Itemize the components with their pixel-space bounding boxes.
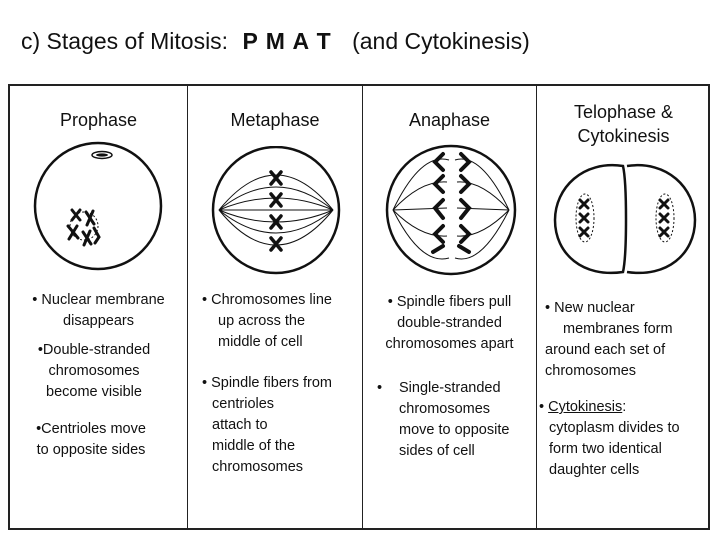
stage-heading-metaphase: Metaphase xyxy=(230,110,320,130)
note-telophase-membranes: • New nuclear membranes form around each… xyxy=(545,300,673,379)
column-divider xyxy=(187,86,188,528)
telophase-cell-illustration xyxy=(553,163,697,275)
note-metaphase-spindle: • Spindle fibers from centrioles attach … xyxy=(202,375,332,475)
stage-heading-telophase: Telophase & Cytokinesis xyxy=(573,102,674,146)
note-anaphase-move: • Single-stranded chromosomes move to op… xyxy=(377,380,510,459)
stage-heading-prophase: Prophase xyxy=(59,110,138,130)
column-divider xyxy=(362,86,363,528)
column-divider xyxy=(536,86,537,528)
column-metaphase: Metaphase • Chromosomes line up across xyxy=(188,86,362,528)
note-cytokinesis: • Cytokinesis: cytoplasm divides to form… xyxy=(539,399,680,478)
column-prophase: Prophase • Nuclear membrane disappears •… xyxy=(10,86,187,528)
note-metaphase-line-up: • Chromosomes line up across the middle … xyxy=(202,292,332,350)
title-pmat: P M A T xyxy=(242,28,332,54)
cytokinesis-term: Cytokinesis xyxy=(548,399,623,415)
stages-table: Prophase • Nuclear membrane disappears •… xyxy=(8,84,710,530)
note-anaphase-pull: • Spindle fibers pull double-stranded ch… xyxy=(385,294,514,352)
title-suffix: (and Cytokinesis) xyxy=(352,28,530,54)
metaphase-cell-illustration xyxy=(211,146,341,275)
column-anaphase: Anaphase xyxy=(363,86,536,528)
note-prophase-chromosomes: •Double-stranded chromosomes become visi… xyxy=(37,342,151,400)
column-telophase: Telophase & Cytokinesis • New nuclear me… xyxy=(537,86,710,528)
stage-heading-anaphase: Anaphase xyxy=(408,110,491,130)
title-prefix: c) Stages of Mitosis: xyxy=(21,28,229,54)
anaphase-cell-illustration xyxy=(385,144,517,276)
page-title: c) Stages of Mitosis: P M A T (and Cytok… xyxy=(21,28,530,55)
note-prophase-centrioles: •Centrioles move to opposite sides xyxy=(36,421,146,458)
prophase-cell-illustration xyxy=(33,141,163,271)
note-prophase-membrane: • Nuclear membrane disappears xyxy=(32,292,165,329)
